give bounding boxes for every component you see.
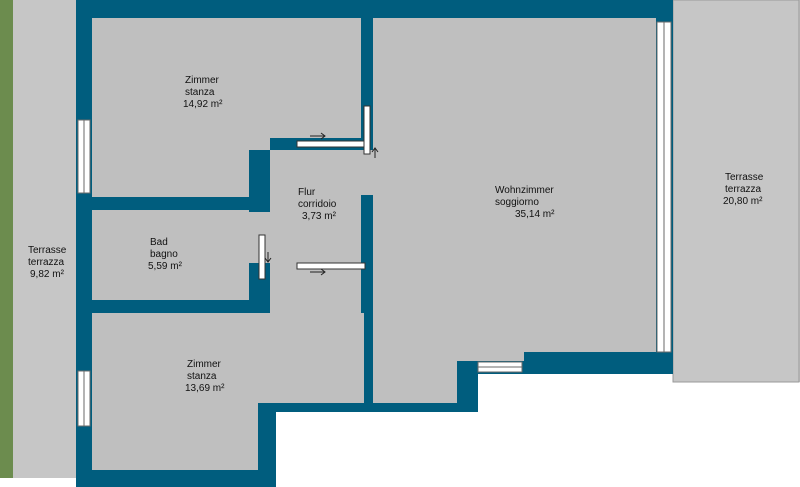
sliding-door-bottom	[296, 262, 366, 270]
floor-bad	[92, 210, 249, 300]
floor-zimmer-top	[92, 18, 361, 197]
sliding-door-top	[296, 140, 366, 148]
label-flur-de: Flur	[298, 187, 316, 198]
label-zimmer-bottom-area: 13,69 m²	[185, 383, 225, 394]
label-terrasse-left-de: Terrasse	[28, 245, 67, 256]
terrace-right	[673, 0, 800, 382]
label-terrasse-left-area: 9,82 m²	[30, 269, 65, 280]
door-flur-wohnzimmer	[361, 150, 373, 195]
floor-wohnzimmer	[373, 18, 656, 403]
floor-flur	[267, 150, 361, 313]
label-zimmer-top-de: Zimmer	[185, 75, 220, 86]
arrow-icon	[310, 132, 326, 140]
label-zimmer-top-area: 14,92 m²	[183, 99, 223, 110]
sliding-door-bad	[258, 234, 266, 280]
label-wohnzimmer-it: soggiorno	[495, 197, 539, 208]
sliding-door-top-vertical	[363, 105, 371, 155]
floor-zimmer-bottom	[92, 313, 364, 470]
arrow-icon	[310, 268, 326, 276]
label-terrasse-right-de: Terrasse	[725, 172, 764, 183]
label-terrasse-right-area: 20,80 m²	[723, 196, 763, 207]
label-terrasse-right-it: terrazza	[725, 184, 762, 195]
label-bad-it: bagno	[150, 249, 178, 260]
label-wohnzimmer-de: Wohnzimmer	[495, 185, 554, 196]
label-terrasse-left-it: terrazza	[28, 257, 65, 268]
label-zimmer-bottom-de: Zimmer	[187, 359, 222, 370]
arrow-icon	[264, 252, 272, 263]
arrow-icon	[371, 147, 379, 158]
garden-strip	[0, 0, 13, 478]
label-zimmer-bottom-it: stanza	[187, 371, 217, 382]
label-zimmer-top-it: stanza	[185, 87, 215, 98]
label-wohnzimmer-area: 35,14 m²	[515, 209, 555, 220]
label-flur-area: 3,73 m²	[302, 211, 337, 222]
label-flur-it: corridoio	[298, 199, 337, 210]
door-zimmer-top	[249, 138, 270, 150]
label-bad-de: Bad	[150, 237, 168, 248]
terrace-left	[13, 0, 76, 478]
label-bad-area: 5,59 m²	[148, 261, 183, 272]
